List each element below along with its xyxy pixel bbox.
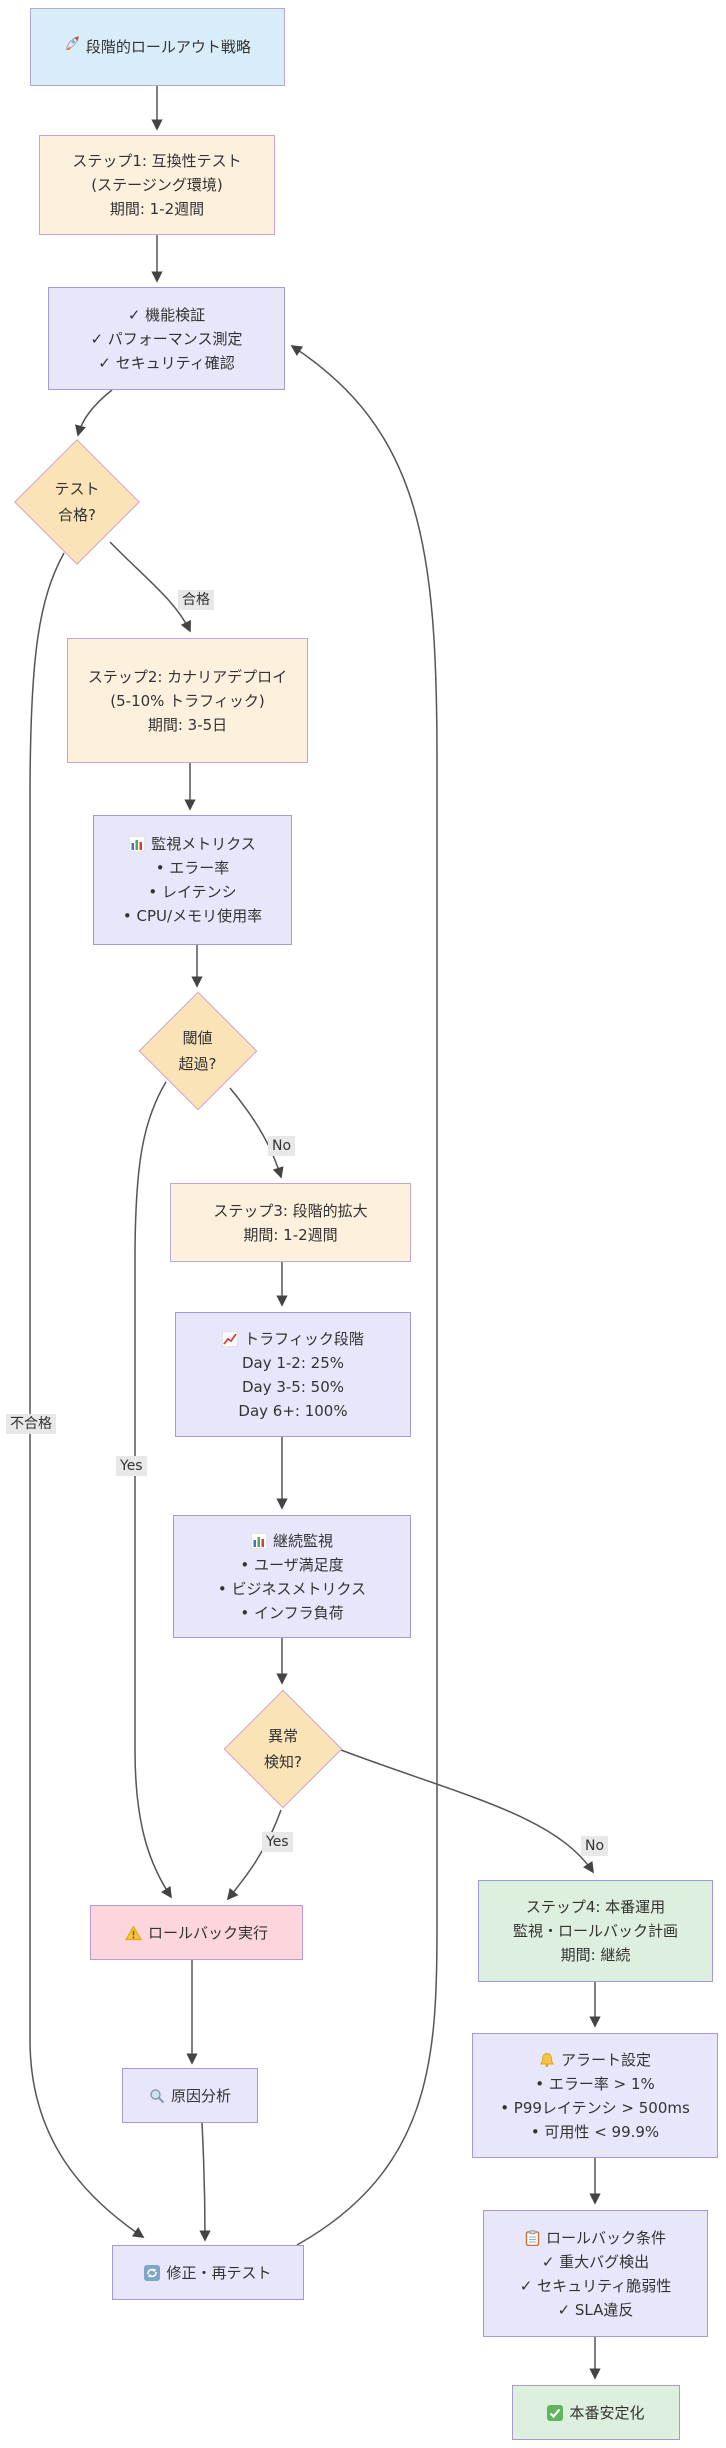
node-line: Day 6+: 100% bbox=[238, 1401, 348, 1420]
node-line: トラフィック段階 bbox=[222, 1327, 364, 1351]
node-line: 継続監視 bbox=[250, 1529, 333, 1553]
node-title: 修正・再テスト bbox=[166, 2263, 272, 2282]
node-line: ✓ パフォーマンス測定 bbox=[90, 329, 243, 348]
node-title: トラフィック段階 bbox=[244, 1329, 364, 1348]
start-label: 段階的ロールアウト戦略 bbox=[85, 38, 251, 56]
edge-checks-testpass bbox=[75, 389, 113, 437]
node-line: 期間: 1-2週間 bbox=[243, 1225, 338, 1244]
start-node: 段階的ロールアウト戦略 bbox=[30, 8, 285, 86]
node-line: • ビジネスメトリクス bbox=[217, 1579, 367, 1598]
monitoring-metrics-node: 監視メトリクス • エラー率 • レイテンシ • CPU/メモリ使用率 bbox=[93, 815, 292, 945]
node-line: ✓ セキュリティ脆弱性 bbox=[519, 2276, 672, 2295]
node-line: ✓ SLA違反 bbox=[557, 2300, 634, 2319]
traffic-stages-node: トラフィック段階 Day 1-2: 25% Day 3-5: 50% Day 6… bbox=[175, 1312, 411, 1437]
node-line: 期間: 継続 bbox=[560, 1946, 631, 1964]
node-line: 段階的ロールアウト戦略 bbox=[64, 35, 251, 59]
node-title: ロールバック条件 bbox=[545, 2228, 666, 2247]
node-line: ✓ 機能検証 bbox=[127, 305, 206, 324]
node-line: ステップ1: 互換性テスト bbox=[72, 152, 242, 170]
node-line: 合格? bbox=[58, 506, 96, 524]
node-title: ロールバック実行 bbox=[147, 1923, 268, 1942]
node-line: • 可用性 < 99.9% bbox=[530, 2122, 660, 2141]
edge-label-fail: 不合格 bbox=[6, 1414, 56, 1434]
edge-retest-checks-loop bbox=[290, 345, 438, 2246]
node-line: (5-10% トラフィック) bbox=[110, 691, 265, 710]
node-title: 本番安定化 bbox=[569, 2403, 645, 2422]
step2-node: ステップ2: カナリアデプロイ (5-10% トラフィック) 期間: 3-5日 bbox=[67, 638, 308, 763]
edge-anomaly-rollback bbox=[226, 1809, 282, 1901]
step3-node: ステップ3: 段階的拡大 期間: 1-2週間 bbox=[170, 1183, 411, 1262]
step1-node: ステップ1: 互換性テスト (ステージング環境) 期間: 1-2週間 bbox=[39, 135, 275, 235]
bell-icon bbox=[539, 2052, 555, 2068]
node-line: • レイテンシ bbox=[148, 883, 237, 901]
edge-label-anomaly-yes: Yes bbox=[262, 1832, 293, 1852]
threshold-decision: 閾値 超過? bbox=[138, 991, 257, 1111]
edge-label-threshold-yes: Yes bbox=[116, 1456, 147, 1476]
node-line: 異常 bbox=[267, 1726, 298, 1745]
magnifier-icon bbox=[149, 2088, 165, 2104]
step4-node: ステップ4: 本番運用 監視・ロールバック計画 期間: 継続 bbox=[478, 1880, 713, 1982]
edge-label-threshold-no: No bbox=[268, 1136, 296, 1156]
node-line: 修正・再テスト bbox=[144, 2261, 272, 2285]
node-line: • P99レイテンシ > 500ms bbox=[500, 2098, 690, 2117]
node-title: 原因分析 bbox=[170, 2086, 231, 2105]
node-line: (ステージング環境) bbox=[91, 176, 223, 194]
edge-threshold-step3 bbox=[229, 1087, 284, 1179]
node-line: ステップ4: 本番運用 bbox=[525, 1898, 666, 1916]
node-line: • ユーザ満足度 bbox=[240, 1555, 344, 1574]
edge-testpass-step2 bbox=[109, 541, 191, 633]
node-title: 継続監視 bbox=[272, 1531, 333, 1550]
alert-settings-node: アラート設定 • エラー率 > 1% • P99レイテンシ > 500ms • … bbox=[472, 2033, 718, 2158]
node-line: • エラー率 bbox=[155, 859, 230, 877]
fix-retest-node: 修正・再テスト bbox=[112, 2245, 304, 2300]
node-line: アラート設定 bbox=[539, 2048, 651, 2072]
node-line: ✓ セキュリティ確認 bbox=[98, 353, 235, 372]
node-line: 監視メトリクス bbox=[129, 832, 256, 856]
node-line: 閾値 bbox=[182, 1029, 213, 1047]
production-stable-node: 本番安定化 bbox=[512, 2385, 680, 2440]
rollback-conditions-node: ロールバック条件 ✓ 重大バグ検出 ✓ セキュリティ脆弱性 ✓ SLA違反 bbox=[483, 2210, 708, 2337]
node-line: ステップ2: カナリアデプロイ bbox=[87, 667, 288, 686]
node-line: 監視・ロールバック計画 bbox=[512, 1922, 678, 1940]
anomaly-decision: 異常 検知? bbox=[223, 1689, 343, 1808]
node-line: ✓ 重大バグ検出 bbox=[541, 2252, 650, 2271]
edge-anomaly-step4 bbox=[340, 1749, 594, 1874]
check-icon bbox=[547, 2404, 564, 2421]
node-line: ロールバック実行 bbox=[125, 1921, 268, 1945]
line-chart-icon bbox=[222, 1330, 239, 1347]
edge-label-pass: 合格 bbox=[178, 590, 214, 610]
node-line: ステップ3: 段階的拡大 bbox=[213, 1201, 368, 1220]
cause-analysis-node: 原因分析 bbox=[122, 2068, 258, 2123]
edge-threshold-rollback bbox=[134, 1081, 172, 1899]
node-line: • インフラ負荷 bbox=[240, 1603, 344, 1622]
test-pass-decision: テスト 合格? bbox=[13, 439, 141, 565]
node-line: ロールバック条件 bbox=[525, 2226, 666, 2250]
node-line: • CPU/メモリ使用率 bbox=[122, 907, 263, 925]
warning-icon bbox=[125, 1924, 142, 1941]
edge-testpass-retest bbox=[29, 552, 145, 2238]
node-line: • エラー率 > 1% bbox=[535, 2074, 655, 2093]
node-line: Day 1-2: 25% bbox=[241, 1353, 345, 1372]
node-line: 超過? bbox=[178, 1055, 217, 1073]
clipboard-icon bbox=[525, 2229, 540, 2246]
bar-chart-icon bbox=[250, 1532, 267, 1549]
node-line: 期間: 3-5日 bbox=[147, 715, 228, 734]
bar-chart-icon bbox=[129, 836, 146, 852]
rocket-icon bbox=[64, 35, 81, 52]
node-line: Day 3-5: 50% bbox=[241, 1377, 345, 1396]
node-title: 監視メトリクス bbox=[151, 835, 256, 853]
node-line: 原因分析 bbox=[149, 2084, 231, 2108]
refresh-icon bbox=[144, 2264, 161, 2281]
edge-analysis-retest bbox=[199, 2122, 211, 2242]
checks-node: ✓ 機能検証 ✓ パフォーマンス測定 ✓ セキュリティ確認 bbox=[48, 287, 285, 390]
continuous-monitoring-node: 継続監視 • ユーザ満足度 • ビジネスメトリクス • インフラ負荷 bbox=[173, 1515, 411, 1638]
node-line: テスト bbox=[54, 480, 100, 498]
node-line: 本番安定化 bbox=[547, 2401, 645, 2425]
edge-label-anomaly-no: No bbox=[581, 1836, 609, 1856]
node-title: アラート設定 bbox=[560, 2050, 651, 2069]
node-line: 期間: 1-2週間 bbox=[109, 200, 205, 218]
rollback-execute-node: ロールバック実行 bbox=[90, 1905, 303, 1960]
node-line: 検知? bbox=[264, 1752, 302, 1771]
